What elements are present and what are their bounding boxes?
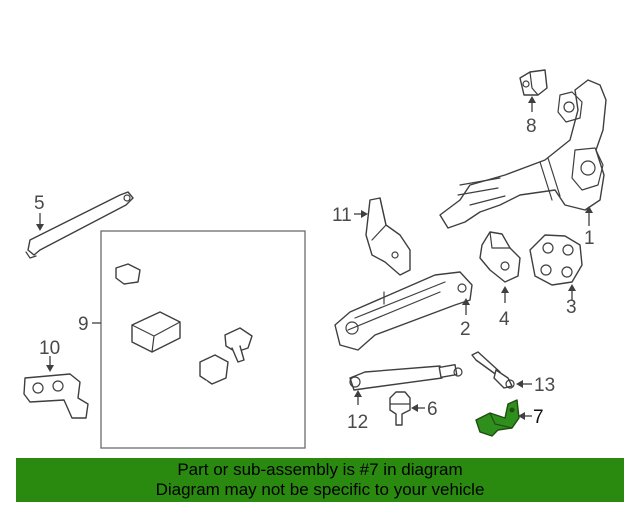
callout-7-arrowhead <box>518 412 525 420</box>
callout-11-arrowhead <box>361 210 368 218</box>
part-12-gas-strut[interactable] <box>349 363 463 391</box>
callout-11: 11 <box>332 205 352 226</box>
part-7-bracket-highlighted[interactable] <box>475 399 520 437</box>
callout-3-arrowhead <box>568 284 576 291</box>
callout-9: 9 <box>78 314 89 335</box>
part-6-bumper[interactable] <box>389 391 411 426</box>
banner-line-1: Part or sub-assembly is #7 in diagram <box>177 460 463 479</box>
banner-line-2: Diagram may not be specific to your vehi… <box>155 480 485 499</box>
part-1-hinge-arm[interactable] <box>439 79 607 229</box>
part-13-small-strut[interactable] <box>471 351 515 389</box>
callout-1: 1 <box>584 228 595 249</box>
part-9-hose-kit[interactable] <box>115 244 287 434</box>
part-2-arm[interactable] <box>334 271 473 351</box>
callout-13-arrowhead <box>516 380 523 388</box>
callout-10: 10 <box>39 338 60 359</box>
info-banner: Part or sub-assembly is #7 in diagram Di… <box>16 458 624 502</box>
callout-12: 12 <box>347 412 368 433</box>
callout-5-arrowhead <box>36 224 44 231</box>
callout-5: 5 <box>34 193 45 214</box>
part-4-latch[interactable] <box>479 231 521 283</box>
callout-4: 4 <box>499 309 510 330</box>
callout-4-arrowhead <box>501 286 509 293</box>
part-5-rod[interactable] <box>25 191 134 259</box>
part-11-mount-bracket[interactable] <box>365 197 411 276</box>
part-8-bracket[interactable] <box>519 69 548 96</box>
callout-10-arrowhead <box>46 365 54 372</box>
callout-6-arrowhead <box>411 404 418 412</box>
callout-2: 2 <box>460 319 471 340</box>
callout-13: 13 <box>534 375 555 396</box>
callout-8: 8 <box>526 116 537 137</box>
part-3-hinge-plate[interactable] <box>529 234 583 286</box>
callout-12-arrowhead <box>354 390 362 397</box>
callout-2-arrowhead <box>462 298 470 305</box>
callout-7: 7 <box>533 407 544 428</box>
callout-1-arrowhead <box>585 206 593 213</box>
callout-3: 3 <box>566 297 577 318</box>
part-9-frame <box>100 230 306 449</box>
callout-8-arrowhead <box>528 96 536 103</box>
callout-6: 6 <box>427 399 438 420</box>
parts-diagram: 1 8 5 9 10 <box>23 69 607 449</box>
part-10-bracket-plate[interactable] <box>23 373 89 419</box>
